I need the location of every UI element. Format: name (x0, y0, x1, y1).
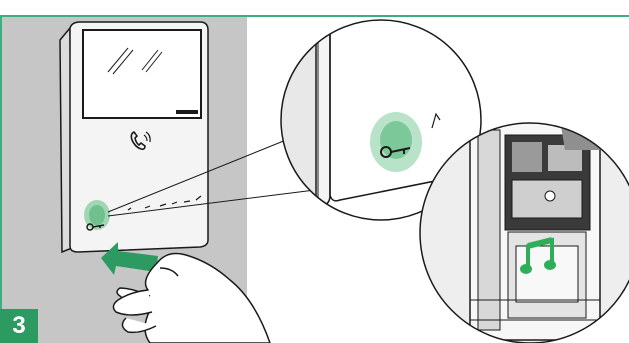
brand-mark (176, 110, 198, 114)
device-screen (83, 30, 201, 118)
step-number: 3 (12, 312, 25, 340)
step-number-badge: 3 (0, 309, 38, 343)
key-button-core (89, 205, 105, 225)
top-frame-line (0, 15, 629, 17)
left-frame-line (0, 15, 2, 343)
